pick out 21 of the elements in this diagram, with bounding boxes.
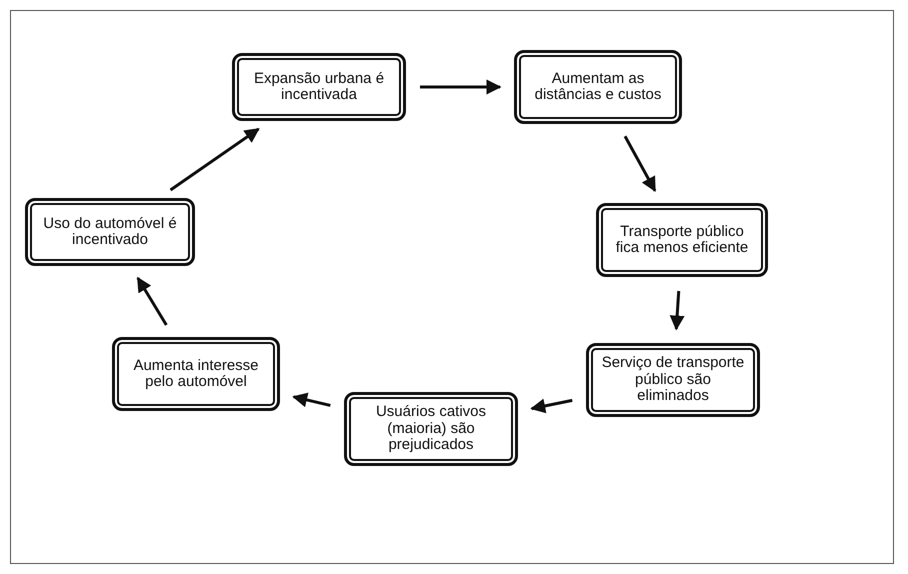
box-text: Serviço de transporte público são eliminados: [600, 355, 746, 405]
arrow: [292, 392, 331, 408]
process-box: [112, 337, 280, 411]
box-text: Expansão urbana é incentivada: [252, 70, 386, 104]
process-box: [586, 343, 760, 417]
arrow: [420, 80, 502, 94]
box-text: Usuários cativos (maioria) são prejudicados: [374, 404, 488, 454]
process-box: [25, 198, 195, 266]
process-box: [232, 53, 406, 121]
box-text: Uso do automóvel é incentivado: [42, 216, 178, 248]
box-text: Aumentam as distâncias e custos: [534, 70, 662, 104]
arrow: [670, 290, 685, 331]
process-box: [596, 203, 768, 277]
arrow: [136, 276, 168, 326]
arrow: [530, 398, 573, 414]
arrow: [624, 136, 656, 192]
box-text: Aumenta interesse pelo automóvel: [132, 358, 260, 390]
box-text: Transporte público fica menos eficiente: [614, 224, 750, 256]
arrow: [170, 128, 260, 192]
process-box: [514, 50, 682, 124]
process-box: [344, 392, 518, 466]
